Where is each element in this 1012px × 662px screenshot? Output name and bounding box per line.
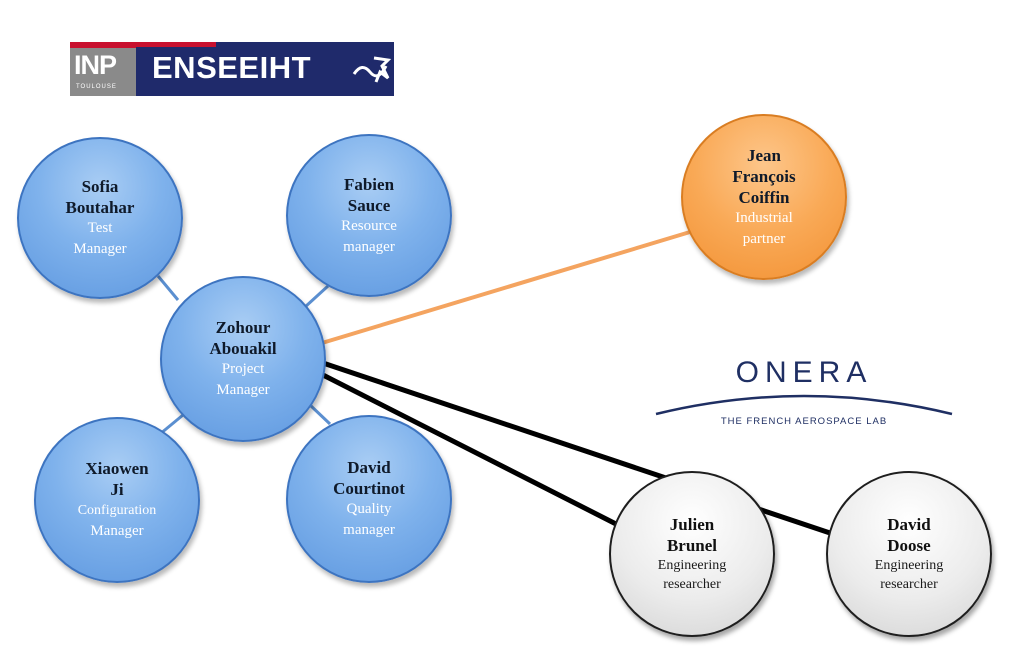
link-center-quality <box>308 403 332 426</box>
enseeiht-logo-box <box>136 42 394 96</box>
node-role: manager <box>343 522 395 538</box>
inp-logo-text: INP <box>74 50 117 80</box>
node-name: David <box>347 458 391 477</box>
node-name: Brunel <box>666 536 718 555</box>
node-name: Abouakil <box>209 339 277 358</box>
node-name: Ji <box>110 480 124 499</box>
node-resource-manager: Fabien Sauce Resource manager <box>286 134 452 297</box>
node-researcher-brunel: Julien Brunel Engineering researcher <box>609 471 775 637</box>
node-role: Test <box>87 220 113 236</box>
node-role: manager <box>343 238 395 255</box>
node-role: Manager <box>216 382 270 398</box>
node-name: Zohour <box>215 318 271 337</box>
node-role: Engineering <box>874 558 944 573</box>
link-center-industrial <box>321 230 691 345</box>
node-researcher-doose: David Doose Engineering researcher <box>826 471 992 637</box>
node-name: Doose <box>887 536 931 555</box>
node-role: Resource <box>341 217 397 234</box>
enseeiht-mark-icon <box>352 56 392 83</box>
node-name: Fabien <box>343 174 395 194</box>
node-name: Boutahar <box>65 198 135 217</box>
node-role: Manager <box>73 241 127 257</box>
node-role: Quality <box>346 501 392 517</box>
node-configuration-manager: Xiaowen Ji Configuration Manager <box>34 417 200 583</box>
enseeiht-logo-text: ENSEEIHT <box>152 50 312 85</box>
node-quality-manager: David Courtinot Quality manager <box>286 415 452 583</box>
onera-logo: ONERA THE FRENCH AEROSPACE LAB <box>652 356 956 432</box>
node-role: researcher <box>880 577 938 592</box>
node-role: Project <box>221 361 265 377</box>
inp-logo-box <box>70 42 136 96</box>
node-name: Xiaowen <box>85 459 149 478</box>
onera-logo-text: ONERA <box>735 356 873 389</box>
node-role: Industrial <box>735 209 793 226</box>
link-center-resource <box>303 284 330 309</box>
node-industrial-partner: Jean François Coiffin Industrial partner <box>681 114 847 280</box>
node-name: Sauce <box>347 195 391 215</box>
enseeiht-logo-stripe <box>136 42 216 47</box>
inp-logo-stripe <box>70 42 136 48</box>
link-center-test <box>156 275 180 301</box>
node-name: Coiffin <box>738 187 790 207</box>
node-role: partner <box>742 230 786 247</box>
link-center-julien <box>321 372 618 527</box>
inp-logo-subtext: TOULOUSE <box>76 84 117 90</box>
node-name: Sofia <box>81 177 119 196</box>
node-role: researcher <box>663 577 721 592</box>
node-name: François <box>732 166 796 186</box>
node-role: Manager <box>90 523 144 539</box>
node-project-manager: Zohour Abouakil Project Manager <box>160 276 326 442</box>
node-test-manager: Sofia Boutahar Test Manager <box>17 137 183 299</box>
node-role: Engineering <box>657 558 727 573</box>
node-role: Configuration <box>77 503 157 518</box>
node-name: David <box>887 515 931 534</box>
onera-logo-subtext: THE FRENCH AEROSPACE LAB <box>720 416 888 427</box>
enseeiht-logo: INP TOULOUSE ENSEEIHT <box>70 42 394 96</box>
node-name: Courtinot <box>333 479 405 498</box>
node-name: Jean <box>747 145 781 165</box>
node-name: Julien <box>669 515 715 534</box>
onera-arc-icon <box>655 394 953 416</box>
